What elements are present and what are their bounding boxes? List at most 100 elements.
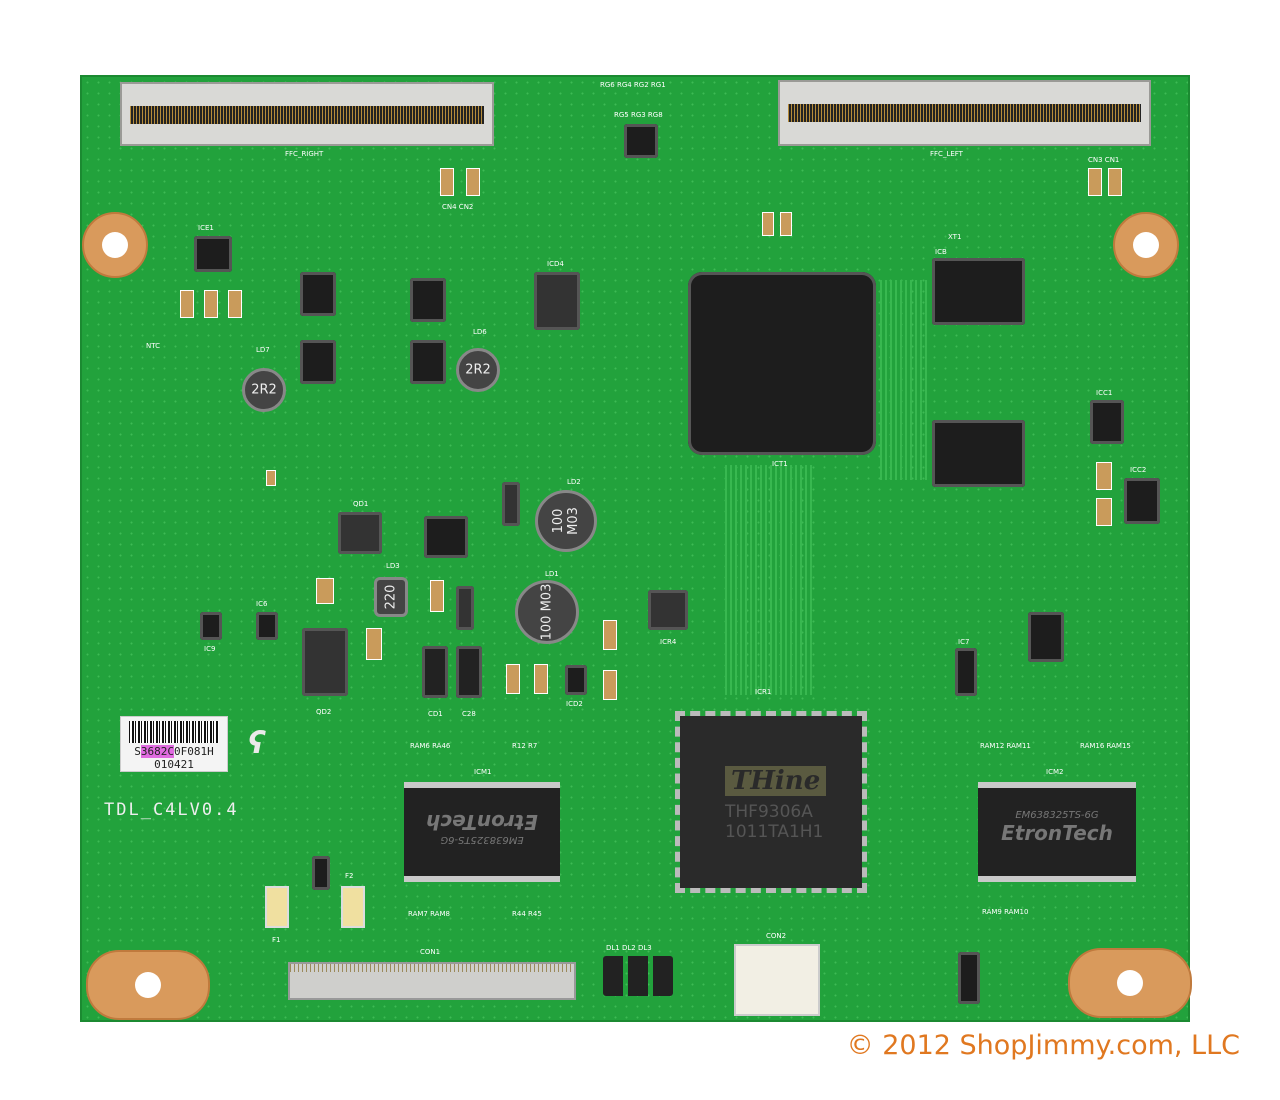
sdram-chip-icm1: EtronTech EM638325TS-6G [404,782,560,882]
chip-icr2 [958,952,980,1004]
icr1-lot: 1011TA1H1 [725,822,824,842]
ld7-label: LD7 [256,346,270,354]
icr4-label: ICR4 [660,638,677,646]
chip-ic7 [955,648,977,696]
smd-component [180,290,194,318]
diode-dd2 [502,482,520,526]
smd-component [316,578,334,604]
serial-number: S3682C0F081H [134,745,214,758]
dram-chip-top [932,258,1025,325]
smd-component [780,212,792,236]
connector-con1 [288,962,576,1000]
chip-qd2 [302,628,348,696]
xt1-label: XT1 [948,233,962,241]
pcb-board [80,75,1190,1022]
r44-label: R44 R45 [512,910,542,918]
inductor-ld2: 100 M03 [535,490,597,552]
con2-label: CON2 [766,932,787,940]
bga-chip-ict1 [688,272,876,455]
f2-label: F2 [345,872,354,880]
icm2-part: EM638325TS-6G [1015,810,1099,821]
smd-component [366,628,382,660]
smd-component [1096,462,1112,490]
icr1-brand: THine [725,766,827,796]
chip-icc1 [1090,400,1124,444]
diode-dd1 [456,586,474,630]
board-model-label: TDL_C4LV0.4 [104,800,239,820]
ram16-label: RAM16 RAM15 [1080,742,1131,750]
ntc-label: NTC [146,342,160,350]
trace-bus [725,465,815,695]
chip-icd1 [424,516,468,558]
dl-label: DL1 DL2 DL3 [606,944,652,952]
mounting-hole [86,950,210,1020]
chip-qd1 [338,512,382,554]
smd-component [204,290,218,318]
chip-icd7 [410,340,446,384]
icm1-label: ICM1 [474,768,492,776]
chip-ic6b [1028,612,1064,662]
icr1-label: ICR1 [755,688,772,696]
ram6-label: RAM6 RA46 [410,742,451,750]
ram12-label: RAM12 RAM11 [980,742,1031,750]
chip-ic6 [256,612,278,640]
chip-icd4 [534,272,580,330]
f1-label: F1 [272,936,281,944]
ict1-label: ICT1 [772,460,788,468]
smd-component [440,168,454,196]
lot-number: 010421 [154,758,194,771]
icm1-brand: EtronTech [426,810,538,834]
smd-component [762,212,774,236]
connector-con2 [734,944,820,1016]
inductor-value: 100 M03 [539,583,555,641]
chip-ice1 [194,236,232,272]
inductor-ld7: 2R2 [242,368,286,412]
fuse-f1 [265,886,289,928]
smd-component [228,290,242,318]
icm2-brand: EtronTech [1001,821,1113,845]
ld3-label: LD3 [386,562,400,570]
c28-label: C28 [462,710,476,718]
chip-icc2 [1124,478,1160,524]
smd-component [266,470,276,486]
icc1-label: ICC1 [1096,389,1113,397]
smd-component [603,620,617,650]
ram9-label: RAM9 RAM10 [982,908,1029,916]
icd4-label: ICD4 [547,260,564,268]
ffc-left-connector [778,80,1151,146]
ic7-label: IC7 [958,638,970,646]
smd-component [534,664,548,694]
ffc-right-connector [120,82,494,146]
dram-chip-bottom [932,420,1025,487]
capacitor-c28 [456,646,482,698]
icm2-label: ICM2 [1046,768,1064,776]
cd1-label: CD1 [428,710,443,718]
diode-dl [603,956,673,996]
mounting-hole [1068,948,1192,1018]
ffc-left-label: FFC_LEFT [930,150,963,158]
smd-component [430,580,444,612]
con1-label: CON1 [420,948,441,956]
inductor-value: 220 [383,584,399,610]
smd-component [603,670,617,700]
ffc-right-label: FFC_RIGHT [285,150,324,158]
r12-label: R12 R7 [512,742,538,750]
inductor-ld3: 220 [374,577,408,617]
fuse-f2 [341,886,365,928]
chip-icd8 [410,278,446,322]
mounting-hole [82,212,148,278]
samsung-logo-icon: ʕ [248,726,266,761]
inductor-value: 2R2 [251,382,277,398]
ld6-label: LD6 [473,328,487,336]
cn4-cn2-label: CN4 CN2 [442,203,474,211]
ld1-label: LD1 [545,570,559,578]
smd-component [1108,168,1122,196]
chip-icr4 [648,590,688,630]
sdram-chip-icm2: EM638325TS-6G EtronTech [978,782,1136,882]
rg-top-label: RG6 RG4 RG2 RG1 [600,81,666,89]
mounting-hole [1113,212,1179,278]
ice1-label: ICE1 [198,224,214,232]
cn3-cn1-label: CN3 CN1 [1088,156,1120,164]
timing-controller-chip-icr1: THine THF9306A 1011TA1H1 [675,711,867,893]
rg-bottom-label: RG5 RG3 RG8 [614,111,663,119]
